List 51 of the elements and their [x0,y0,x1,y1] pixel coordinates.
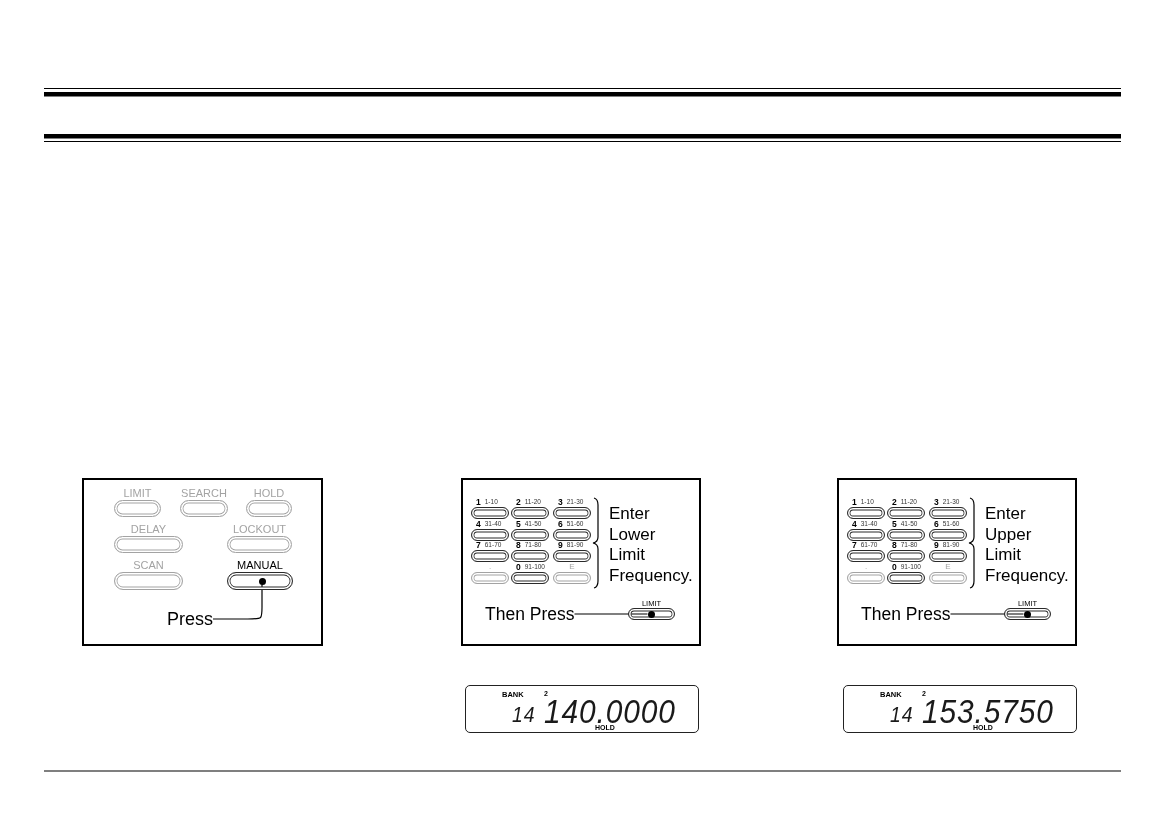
lcd-display [843,685,1077,733]
key-label: SEARCH [181,488,227,499]
instruction-text: Enter Upper Limit Frequency. [985,504,1069,586]
key-label: DELAY [130,524,167,535]
dot-icon [1023,610,1031,618]
key-number: 2 [892,497,897,506]
key-number: 2 [516,497,521,506]
frequency-readout: 153.5750 [922,698,1054,726]
key-number: 4 [476,519,481,528]
instruction-text: Then Press [861,603,951,625]
instruction-text: Press [167,608,213,630]
key-number: 9 [934,540,939,549]
key-number: 5 [892,519,897,528]
key-number: 1 [852,497,857,506]
key-number: 5 [516,519,521,528]
key-number: 0 [892,562,897,571]
frequency-readout: 140.0000 [544,698,676,726]
key-label: SCAN [133,560,164,571]
key-label: . [864,563,868,571]
key-number: 7 [852,540,857,549]
key-label: HOLD [253,488,285,499]
leader-line [573,613,649,615]
keypad-panel [461,478,701,646]
key-label: LOCKOUT [232,524,287,535]
key-label: E [945,563,951,571]
key-number: 8 [892,540,897,549]
key-number: 8 [516,540,521,549]
dot-icon [647,610,655,618]
button-panel [82,478,323,646]
key-label: . [488,563,492,571]
key-number: 7 [476,540,481,549]
key-number: 9 [558,540,563,549]
key-number: 1 [476,497,481,506]
key-number: 4 [852,519,857,528]
key-label: LIMIT [123,488,152,499]
key-number: 3 [934,497,939,506]
leader-line [949,613,1025,615]
dot-icon [258,577,266,585]
key-label: E [569,563,575,571]
key-label: MANUAL [237,560,283,571]
key-number: 6 [558,519,563,528]
leader-line [212,583,263,620]
instruction-text: Enter Lower Limit Frequency. [609,504,693,586]
keypad-panel [837,478,1077,646]
channel-number: 14 [512,706,536,724]
channel-number: 14 [890,706,914,724]
key-number: 3 [558,497,563,506]
instruction-text: Then Press [485,603,575,625]
key-number: 0 [516,562,521,571]
lcd-display [465,685,699,733]
key-number: 6 [934,519,939,528]
